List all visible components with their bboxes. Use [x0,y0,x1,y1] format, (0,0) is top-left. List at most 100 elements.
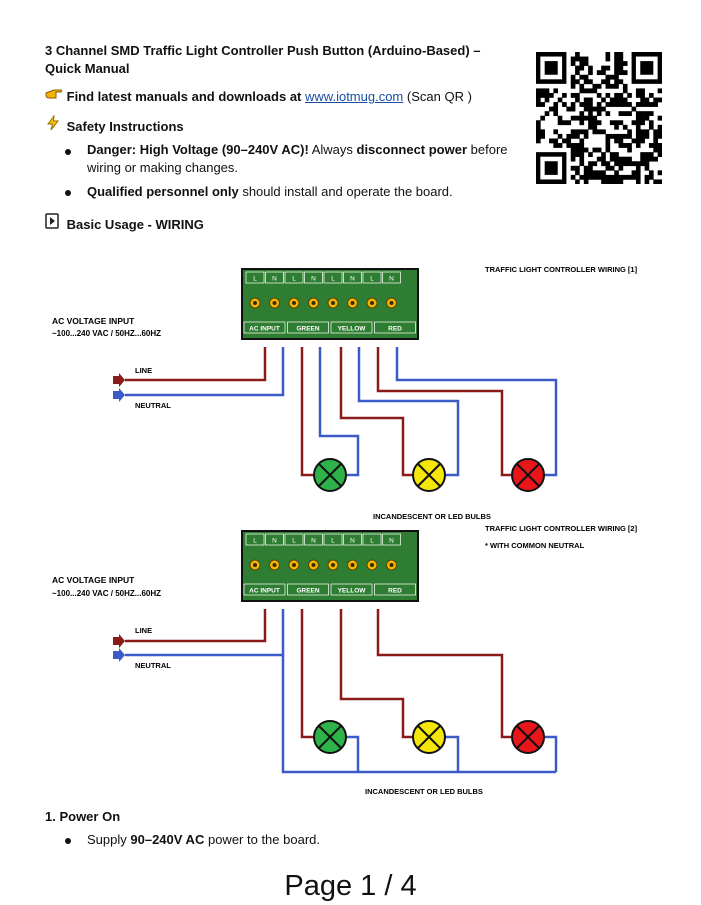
red-line-wire [376,609,512,739]
line-wire [125,609,267,643]
red-bulb-icon [511,720,545,754]
red-line-wire [376,347,512,477]
ac-input-spec: ~100...240 VAC / 50HZ...60HZ [52,589,161,598]
common-neutral-note: * WITH COMMON NEUTRAL [485,541,585,550]
qualified-text: Qualified personnel only [87,184,239,199]
page-number: Page 1 / 4 [284,870,417,902]
group-label: YELLOW [338,588,367,595]
disconnect-power-text: disconnect power [356,142,468,157]
downloads-line: Find latest manuals and downloads at www… [45,87,472,106]
terminal-screw-icon [327,297,339,309]
pin-label: N [389,276,394,283]
green-line-wire [300,609,314,739]
terminal-screw-icon [347,297,358,309]
pin-label: L [253,538,257,545]
neutral-wire [125,347,285,397]
neutral-label: NEUTRAL [135,401,171,410]
usage-heading-row: Basic Usage - WIRING [45,213,204,234]
power-on-item: Supply 90–240V AC power to the board. [87,831,320,849]
safety-heading-row: Safety Instructions [45,114,184,136]
line-wire [125,347,267,382]
terminal-screw-icon [386,559,397,571]
diagram-caption: TRAFFIC LIGHT CONTROLLER WIRING [2] [485,524,638,533]
document-title: 3 Channel SMD Traffic Light Controller P… [45,43,481,76]
qr-code [536,52,663,189]
power-on-text: power to the board. [207,832,320,847]
terminal-screw-icon [269,297,280,309]
pin-label: L [253,276,257,283]
terminals [249,297,397,309]
downloads-text: Find latest manuals and downloads at [66,89,302,104]
pin-label: N [311,538,316,545]
group-label: GREEN [296,326,319,333]
group-label: AC INPUT [249,588,280,595]
line-arrow-icon [113,634,125,648]
yellow-bulb-icon [412,720,446,754]
bullet-dot [65,838,71,844]
group-label: AC INPUT [249,326,280,333]
bulbs-label: INCANDESCENT OR LED BULBS [365,787,483,796]
terminal-screw-icon [288,297,300,309]
green-bulb-icon [313,458,347,492]
group-label: YELLOW [338,326,367,333]
pin-label: L [331,538,335,545]
power-on-text: Supply [87,832,127,847]
neutral-arrow-icon [113,388,125,402]
voltage-text: 90–240V AC [130,832,205,847]
pin-label: N [350,276,355,283]
yellow-neutral-wire [445,735,460,772]
website-link[interactable]: www.iotmug.com [305,89,404,104]
red-neutral-wire [395,347,558,477]
terminal-screw-icon [366,559,378,571]
diagram-caption: TRAFFIC LIGHT CONTROLLER WIRING [1] [485,265,638,274]
line-arrow-icon [113,373,125,387]
line-label: LINE [135,366,152,375]
yellow-bulb-icon [412,458,446,492]
pin-label: L [292,538,296,545]
terminal-screw-icon [249,559,261,571]
green-neutral-wire [318,347,360,477]
pointing-hand-icon [45,87,63,106]
safety-item-text: before [470,142,508,157]
ac-input-label: AC VOLTAGE INPUT [52,575,135,585]
safety-heading: Safety Instructions [66,119,184,134]
usage-heading: Basic Usage - WIRING [66,217,204,232]
group-label: GREEN [296,588,319,595]
pin-label: L [370,538,374,545]
neutral-label: NEUTRAL [135,661,171,670]
line-label: LINE [135,626,152,635]
bulbs-label: INCANDESCENT OR LED BULBS [373,512,491,521]
terminal-screw-icon [386,297,397,309]
bullet-dot [65,190,71,196]
green-neutral-wire [346,735,360,772]
yellow-line-wire [339,347,413,477]
pin-label: N [350,538,355,545]
red-neutral-wire [544,735,558,772]
pin-label: N [311,276,316,283]
pin-label: N [272,538,277,545]
danger-text: Danger: High Voltage (90–240V AC)! [87,142,309,157]
pin-label: L [370,276,374,283]
safety-item-text: wiring or making changes. [87,160,239,175]
pin-label: L [331,276,335,283]
terminals [249,559,397,571]
neutral-arrow-icon [113,648,125,662]
lightning-icon [45,114,63,136]
group-labels: AC INPUT GREEN YELLOW RED [243,321,416,334]
yellow-neutral-wire [357,347,460,477]
common-neutral-bus [281,655,556,774]
bullet-dot [65,149,71,155]
group-label: RED [388,326,402,333]
safety-item-1: Danger: High Voltage (90–240V AC)! Alway… [87,141,527,177]
terminal-screw-icon [308,297,319,309]
safety-item-text: Always [311,142,353,157]
terminal-screw-icon [249,297,261,309]
yellow-line-wire [339,609,413,739]
green-bulb-icon [313,720,347,754]
